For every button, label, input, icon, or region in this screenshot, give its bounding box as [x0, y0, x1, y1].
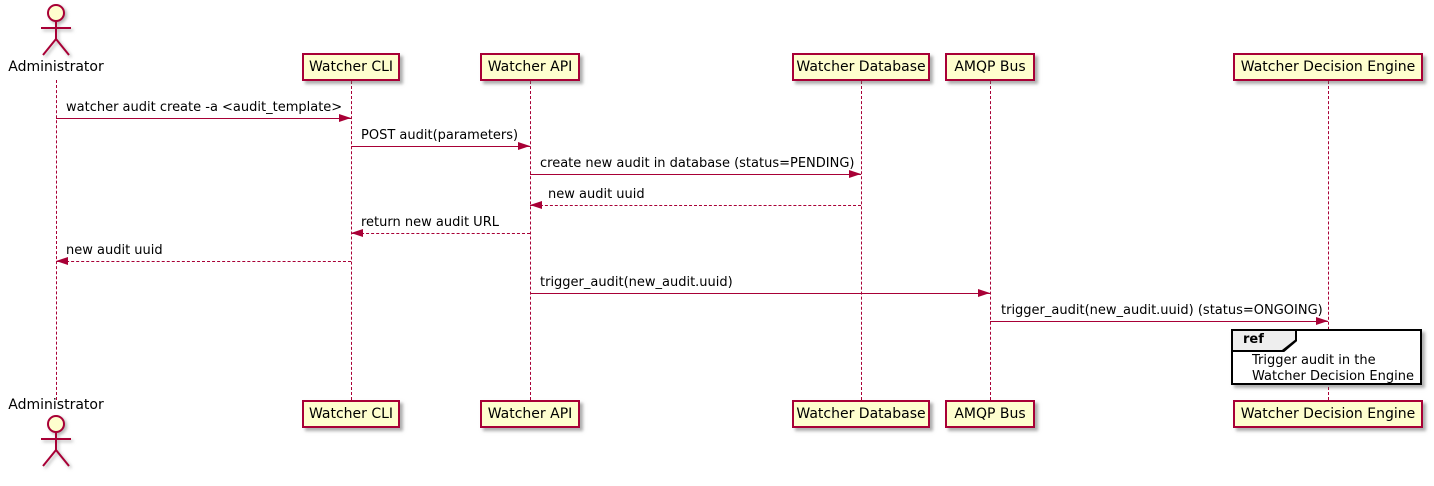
arrowhead-right-icon	[1316, 317, 1328, 325]
lifeline-watcher-cli	[351, 81, 352, 400]
arrowhead-left-icon	[56, 257, 68, 265]
participant-watcher-decision-engine-top: Watcher Decision Engine	[1233, 53, 1423, 81]
message-7-label: trigger_audit(new_audit.uuid)	[540, 275, 733, 290]
lifeline-watcher-decision-engine	[1328, 81, 1329, 400]
participant-watcher-api-top: Watcher API	[480, 53, 580, 81]
participant-amqp-bus-top: AMQP Bus	[945, 53, 1035, 81]
participant-watcher-cli-top: Watcher CLI	[302, 53, 400, 81]
message-5-line	[351, 233, 530, 234]
ref-keyword: ref	[1233, 331, 1295, 350]
message-8-line	[990, 321, 1328, 322]
actor-label-top: Administrator	[8, 59, 104, 75]
participant-amqp-bus-bottom: AMQP Bus	[945, 400, 1035, 428]
ref-fragment: ref Trigger audit in the Watcher Decisio…	[1231, 329, 1422, 385]
lifeline-amqp-bus	[990, 81, 991, 400]
ref-tab: ref	[1233, 331, 1297, 352]
participant-watcher-decision-engine-bottom: Watcher Decision Engine	[1233, 400, 1423, 428]
arrowhead-right-icon	[978, 289, 990, 297]
message-7-line	[530, 293, 990, 294]
lifeline-watcher-database	[861, 81, 862, 400]
message-3-line	[530, 174, 861, 175]
message-5-label: return new audit URL	[361, 215, 499, 230]
message-6-line	[56, 261, 351, 262]
message-6-label: new audit uuid	[66, 243, 163, 258]
ref-content-line-1: Trigger audit in the	[1252, 353, 1376, 368]
participant-watcher-database-top: Watcher Database	[792, 53, 930, 81]
message-2-label: POST audit(parameters)	[361, 128, 519, 143]
lifeline-watcher-api	[530, 81, 531, 400]
arrowhead-left-icon	[530, 201, 542, 209]
participant-watcher-database-bottom: Watcher Database	[792, 400, 930, 428]
actor-icon	[41, 4, 71, 56]
ref-content-line-2: Watcher Decision Engine	[1252, 369, 1414, 384]
actor-label-bottom: Administrator	[8, 397, 104, 413]
message-1-label: watcher audit create -a <audit_template>	[66, 100, 343, 115]
participant-watcher-cli-bottom: Watcher CLI	[302, 400, 400, 428]
arrowhead-right-icon	[518, 142, 530, 150]
message-4-line	[530, 205, 861, 206]
participant-watcher-api-bottom: Watcher API	[480, 400, 580, 428]
message-1-line	[56, 118, 351, 119]
message-3-label: create new audit in database (status=PEN…	[540, 156, 855, 171]
lifeline-administrator	[56, 80, 57, 400]
message-2-line	[351, 146, 530, 147]
message-4-label: new audit uuid	[548, 187, 645, 202]
arrowhead-right-icon	[849, 170, 861, 178]
message-8-label: trigger_audit(new_audit.uuid) (status=ON…	[1001, 303, 1323, 318]
actor-icon	[41, 415, 71, 467]
arrowhead-right-icon	[339, 114, 351, 122]
ref-content: Trigger audit in the Watcher Decision En…	[1252, 353, 1416, 385]
arrowhead-left-icon	[351, 229, 363, 237]
